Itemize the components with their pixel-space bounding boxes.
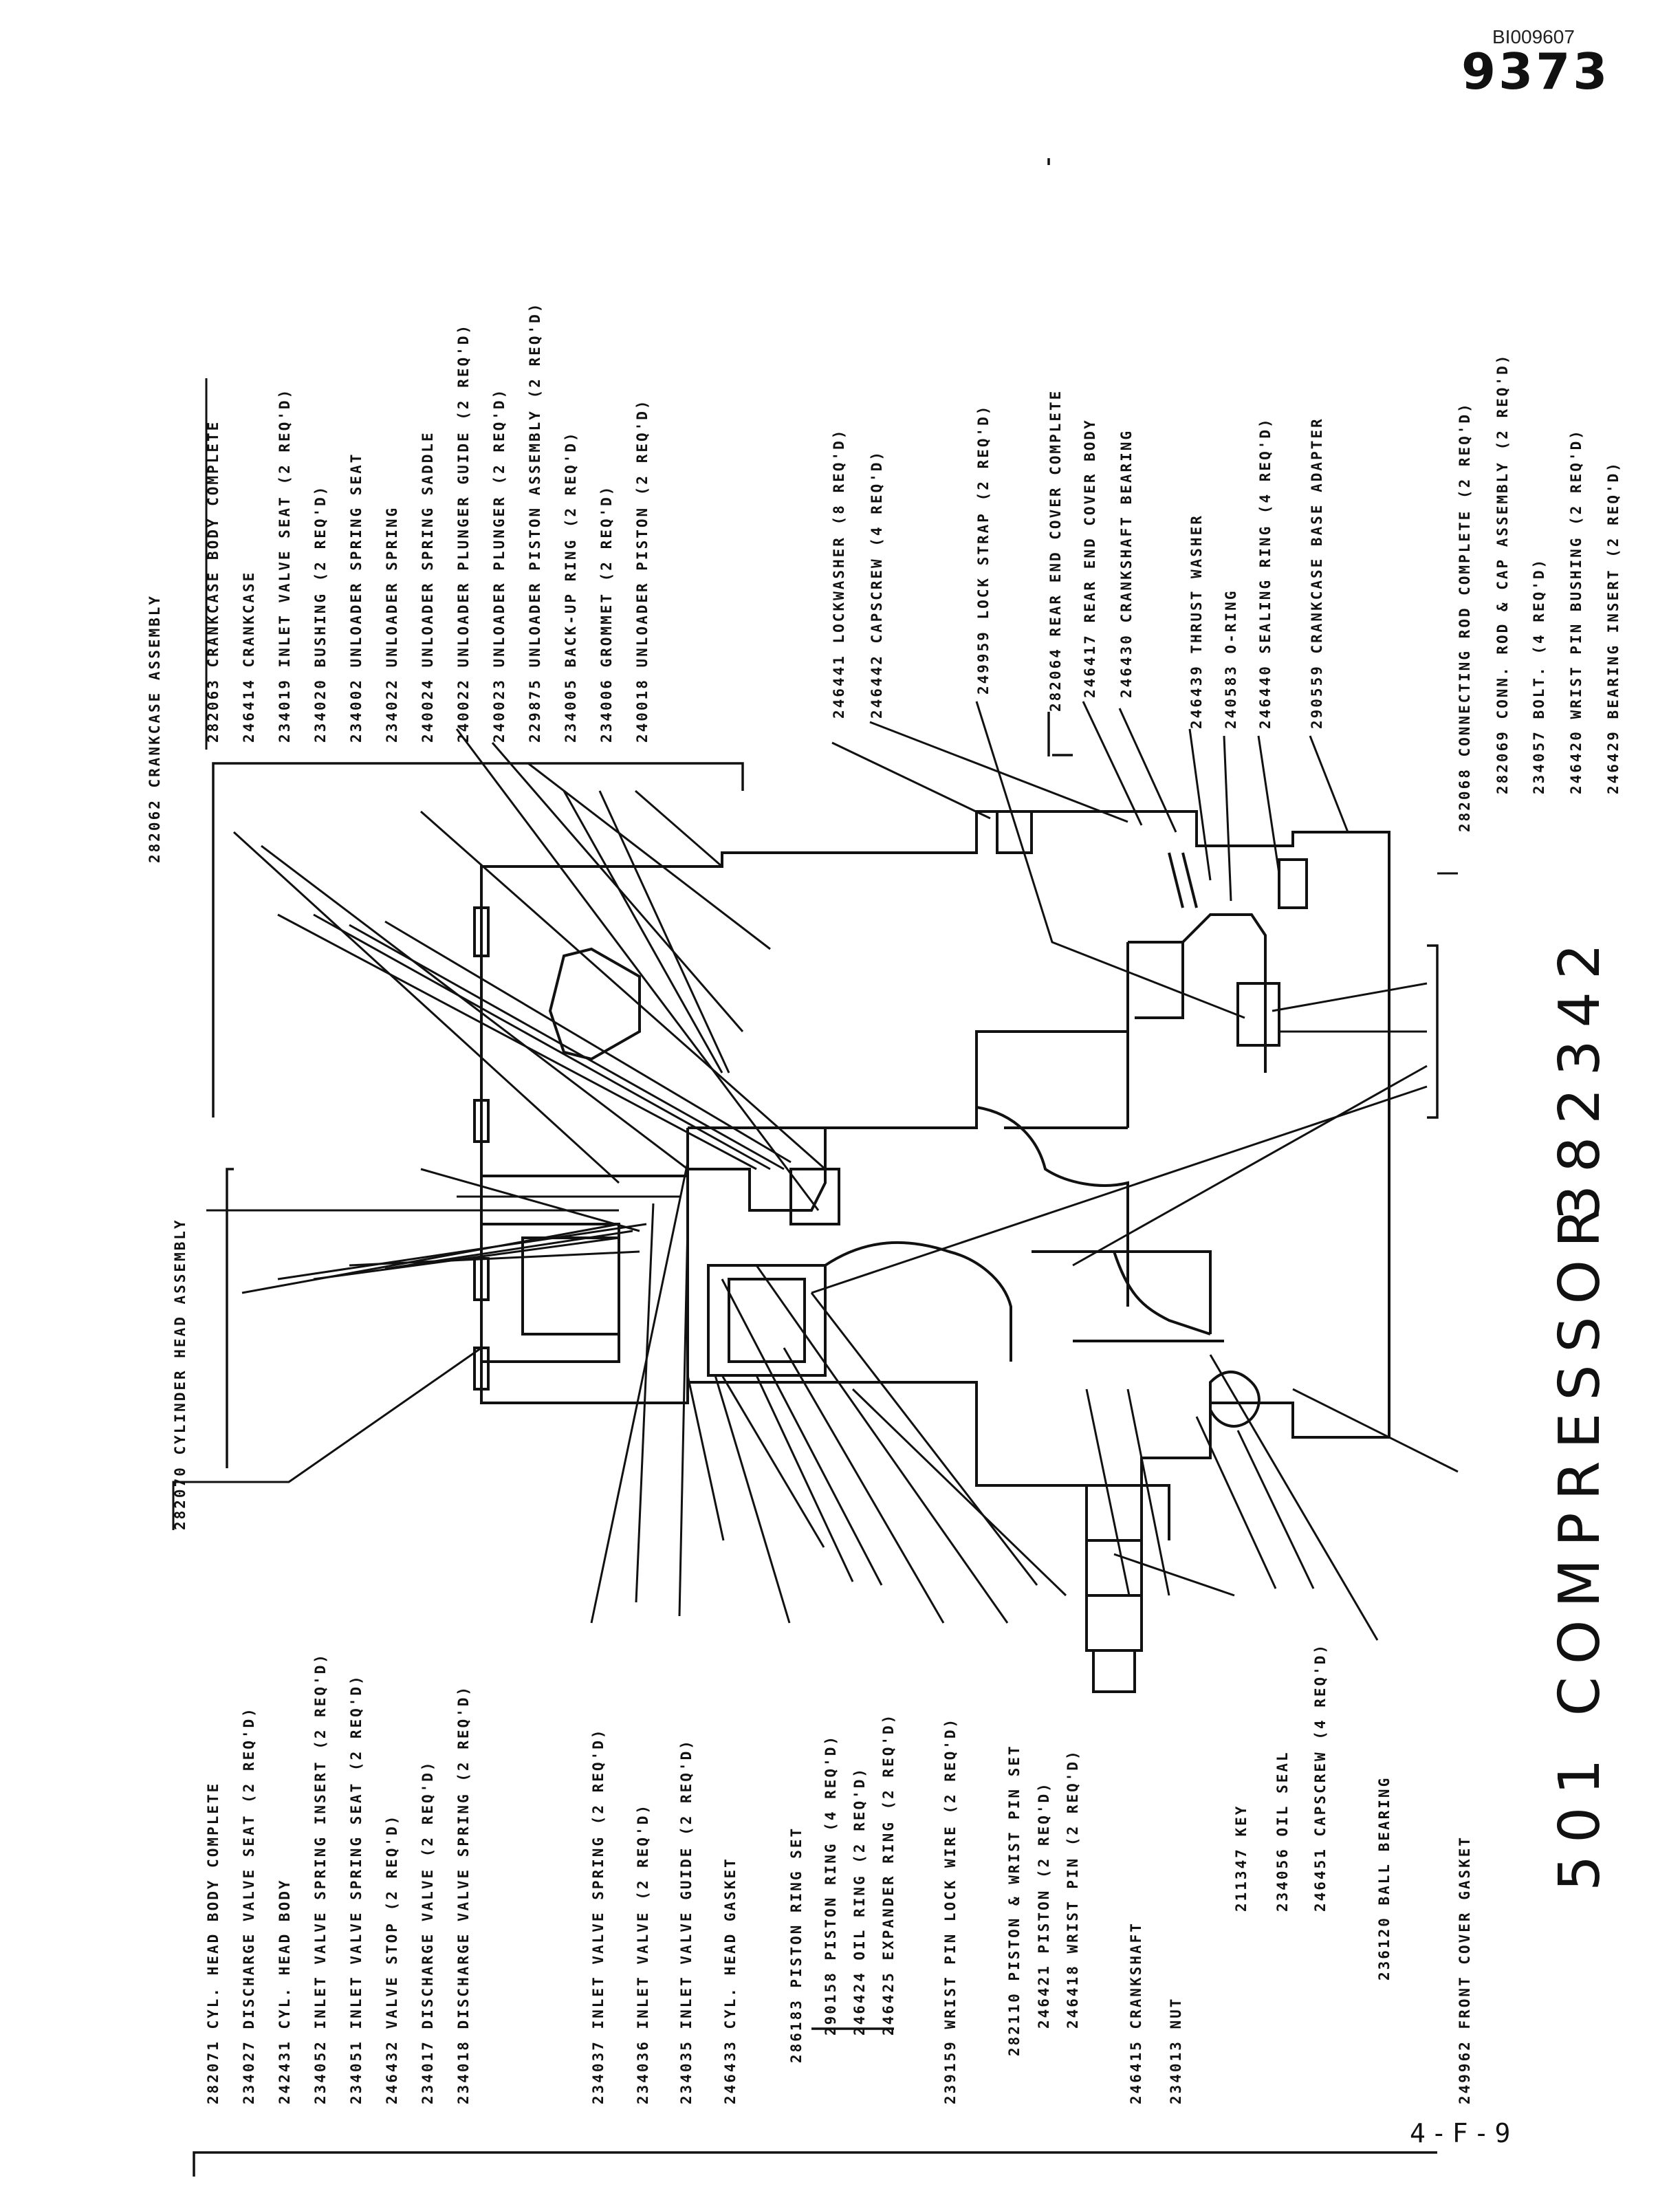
document-number: 9373 — [1461, 43, 1611, 100]
brackets — [193, 158, 1439, 2177]
cylinder-head-assembly-bracket — [226, 1168, 234, 1468]
bottom-left-bracket — [193, 2151, 1437, 2177]
page-number: 4-F-9 — [1410, 2118, 1516, 2148]
connecting-rod-bracket — [1427, 944, 1439, 1119]
compressor-body — [473, 810, 1390, 1693]
crankcase-assembly-bracket — [212, 762, 744, 1118]
document-id: BI009607 — [1492, 26, 1575, 47]
